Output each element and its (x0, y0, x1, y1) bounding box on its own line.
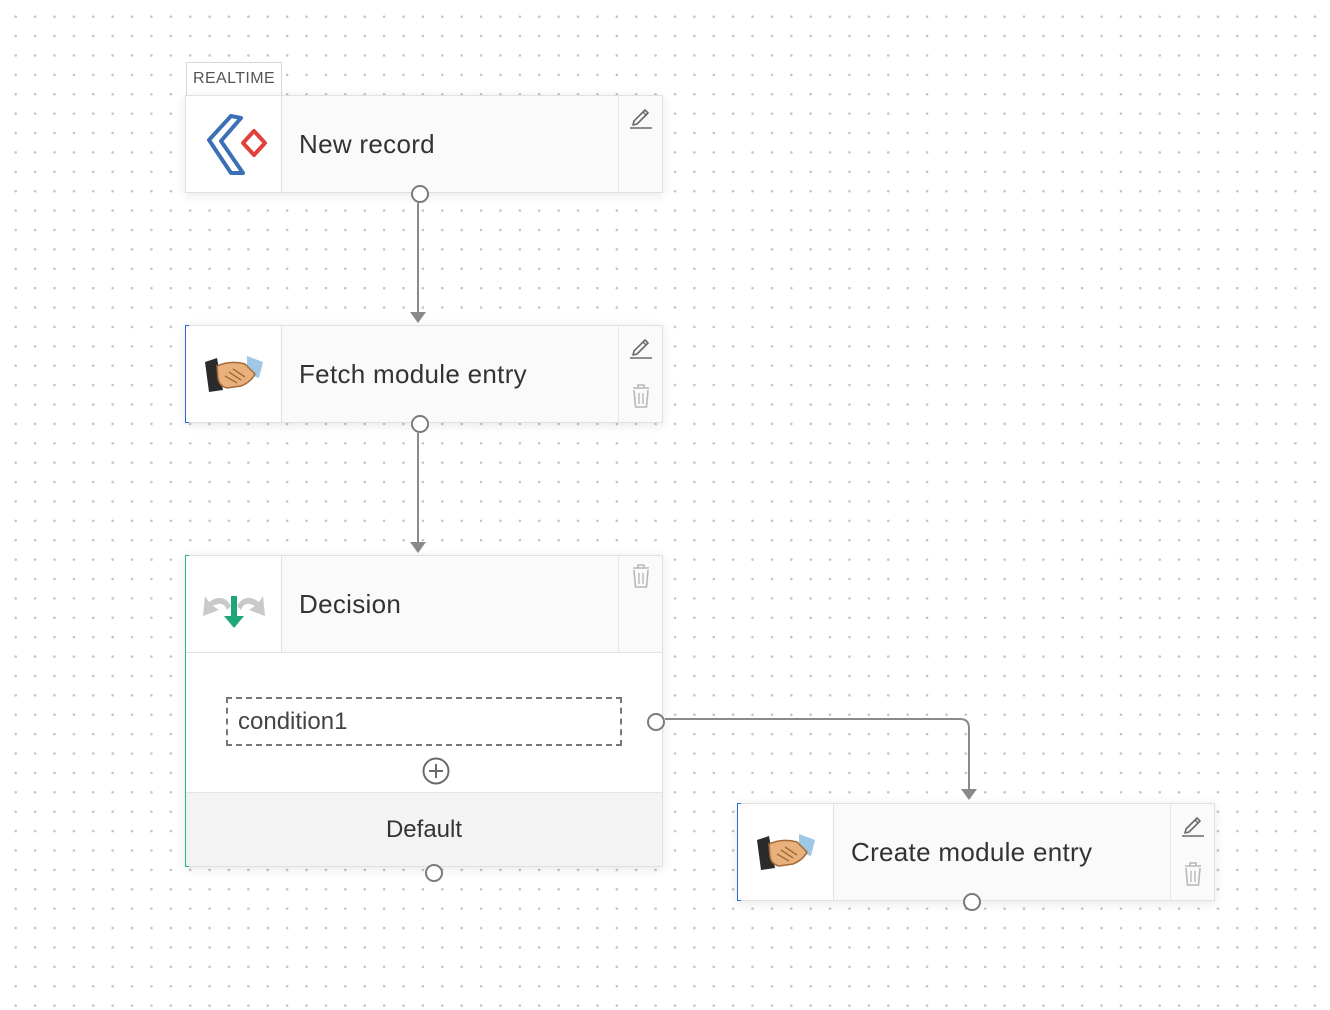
trigger-type-badge: REALTIME (186, 62, 282, 95)
condition-output-port[interactable] (647, 713, 665, 731)
action-node-create-module-entry[interactable]: Create module entry (737, 803, 1215, 901)
condition-branch[interactable]: condition1 (226, 697, 622, 746)
node-title: Fetch module entry (299, 358, 527, 389)
action-node-fetch-module-entry[interactable]: Fetch module entry (185, 325, 663, 423)
output-port[interactable] (963, 893, 981, 911)
zoho-creator-logo-icon (186, 96, 282, 192)
add-condition-icon[interactable] (421, 756, 451, 786)
pencil-edit-icon[interactable] (627, 102, 655, 130)
pencil-edit-icon[interactable] (1179, 810, 1207, 838)
trash-delete-icon[interactable] (1179, 860, 1207, 888)
trash-delete-icon[interactable] (627, 562, 655, 590)
output-port[interactable] (411, 185, 429, 203)
node-title: Create module entry (851, 836, 1093, 867)
decision-arrows-icon (186, 556, 282, 652)
node-actions (618, 326, 662, 422)
node-actions (1170, 804, 1214, 900)
node-actions (618, 96, 662, 192)
trash-delete-icon[interactable] (627, 382, 655, 410)
pencil-edit-icon[interactable] (627, 332, 655, 360)
node-actions (618, 556, 662, 652)
trigger-node-new-record[interactable]: New record (185, 95, 663, 193)
decision-node[interactable]: Decision condition1 Default (185, 555, 663, 867)
output-port[interactable] (411, 415, 429, 433)
default-branch[interactable]: Default (186, 792, 662, 866)
decision-conditions: condition1 (186, 652, 662, 792)
default-output-port[interactable] (425, 864, 443, 882)
node-title: Decision (299, 588, 402, 619)
handshake-icon (186, 326, 282, 422)
handshake-icon (738, 804, 834, 900)
node-title: New record (299, 128, 435, 159)
